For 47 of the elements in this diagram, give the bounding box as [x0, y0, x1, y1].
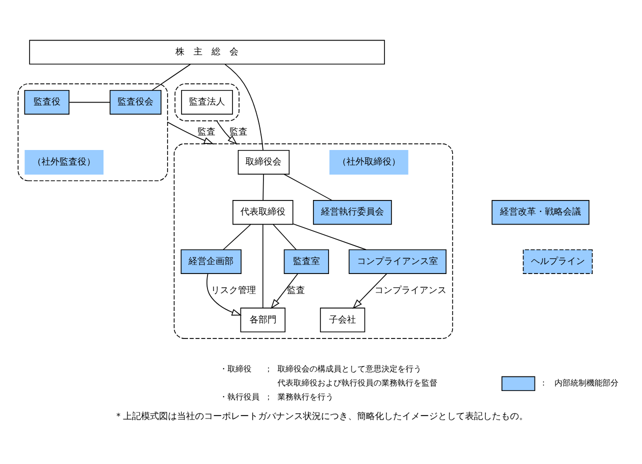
connector: [262, 224, 264, 308]
connector: [272, 224, 297, 250]
cluster: [174, 142, 454, 338]
edge-label: 監査: [230, 127, 248, 138]
arrow: [216, 120, 238, 144]
node-box: 経営改革・戦略会議: [492, 200, 590, 224]
connector: [284, 173, 332, 200]
connector: [262, 173, 264, 200]
node-box: （社外監査役）: [24, 149, 104, 174]
edge-label: 監査: [287, 286, 306, 296]
arrow: [352, 272, 388, 308]
node-box: （社外取締役）: [329, 149, 408, 174]
connector: [68, 101, 110, 102]
node-box: 取締役会: [238, 149, 290, 174]
node-box: 株 主 総 会: [29, 39, 385, 64]
label: 代表取締役および執行役員の業務執行を監督: [278, 377, 438, 388]
node-box: 代表取締役: [232, 200, 294, 224]
label: 取締役会の構成員として意思決定を行う: [278, 363, 422, 374]
node-box: 監査役: [24, 89, 70, 114]
node-box: 子会社: [320, 307, 366, 332]
connector: [292, 222, 366, 250]
node-box: 監査室: [284, 248, 330, 274]
label: ；: [264, 363, 273, 374]
label: ：: [540, 377, 548, 388]
node-box: 監査法人: [181, 89, 233, 114]
node-box: 経営企画部: [180, 248, 242, 274]
legend-label: 内部統制機能部分: [554, 377, 618, 388]
connector: [222, 224, 252, 250]
label: ；: [264, 391, 273, 402]
label: 業務執行を行う: [278, 391, 334, 402]
arrow: [206, 272, 242, 316]
edge-label: コンプライアンス: [374, 286, 446, 296]
node-box: 監査役会: [110, 89, 162, 114]
arrow: [270, 272, 298, 308]
edge-label: リスク管理: [211, 286, 256, 296]
connector: [152, 63, 191, 90]
edge-label: 監査: [198, 127, 216, 138]
node-box: 経営執行委員会: [312, 200, 392, 224]
node-box: ヘルプライン: [522, 248, 593, 274]
node-box: コンプライアンス室: [348, 248, 446, 274]
cluster: [174, 82, 240, 121]
label: ・執行役員: [219, 391, 260, 402]
cluster: [18, 82, 168, 181]
caption: ＊上記模式図は当社のコーポレートガバナンス状況につき、簡略化したイメージとして表記したもの。: [114, 411, 528, 422]
node-box: 各部門: [240, 307, 286, 332]
connector: [224, 63, 264, 150]
label: ・取締役: [219, 363, 252, 374]
